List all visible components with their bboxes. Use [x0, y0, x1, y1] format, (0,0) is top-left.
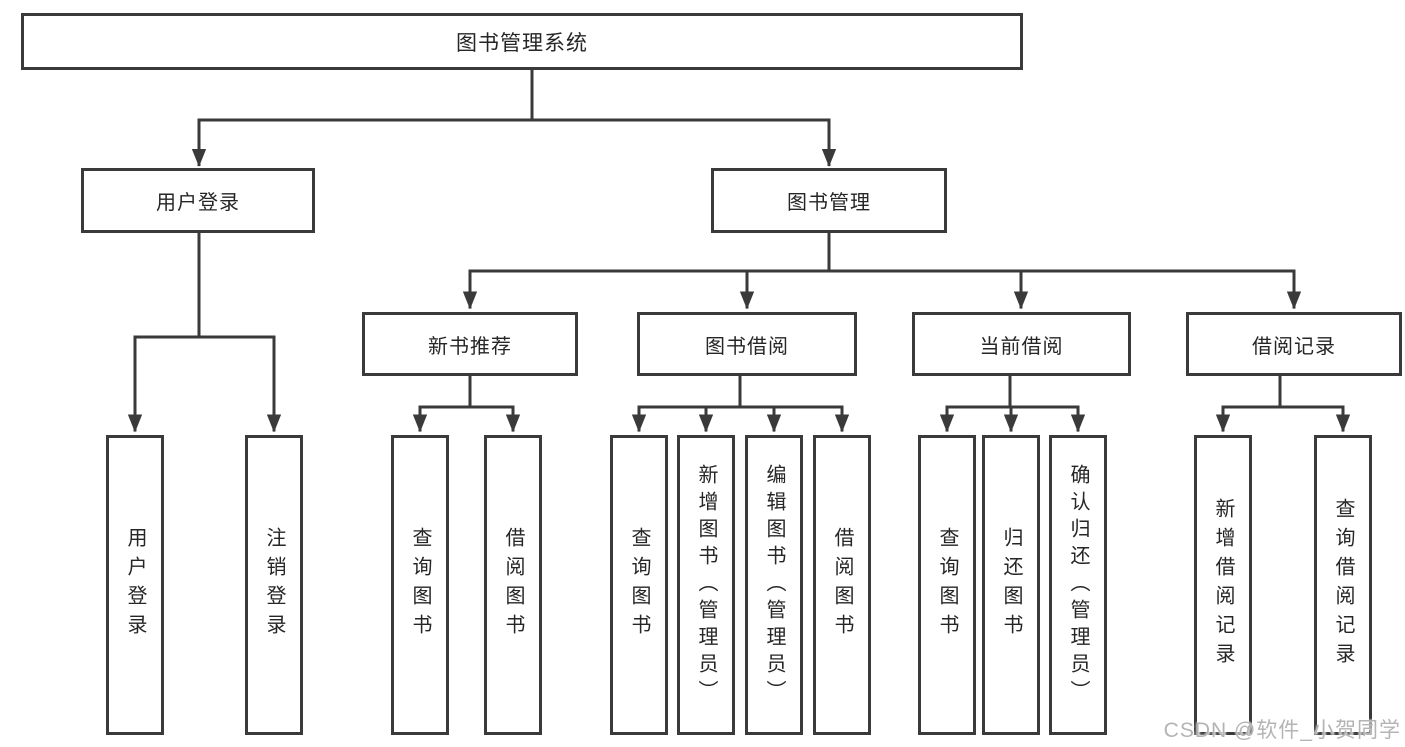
node-label: 注销登录	[263, 527, 285, 643]
leaf-borrow-books-2: 借阅图书	[813, 435, 871, 735]
leaf-query-books-3: 查询图书	[918, 435, 976, 735]
node-book-borrowing: 图书借阅	[637, 312, 857, 376]
node-label: 当前借阅	[979, 335, 1064, 358]
leaf-query-books-1: 查询图书	[391, 435, 449, 735]
node-new-book-recommendation: 新书推荐	[362, 312, 578, 376]
leaf-query-books-2: 查询图书	[610, 435, 668, 735]
node-label: 编辑图书（管理员）	[763, 463, 785, 707]
leaf-query-borrow-record: 查询借阅记录	[1314, 435, 1372, 735]
node-label: 归还图书	[1000, 527, 1022, 643]
node-book-management: 图书管理	[711, 168, 947, 233]
leaf-confirm-return-admin: 确认归还（管理员）	[1049, 435, 1107, 735]
node-label: 查询借阅记录	[1332, 498, 1354, 672]
node-label: 查询图书	[409, 527, 431, 643]
node-borrowing-records: 借阅记录	[1186, 312, 1402, 376]
leaf-user-login: 用户登录	[106, 435, 164, 735]
node-label: 借阅图书	[831, 527, 853, 643]
leaf-add-borrow-record: 新增借阅记录	[1194, 435, 1252, 735]
leaf-add-books-admin: 新增图书（管理员）	[677, 435, 735, 735]
node-label: 新增借阅记录	[1212, 498, 1234, 672]
csdn-watermark: CSDN @软件_小贺同学	[1163, 719, 1401, 742]
node-label: 查询图书	[628, 527, 650, 643]
node-label: 图书管理系统	[456, 31, 588, 55]
node-current-borrowing: 当前借阅	[912, 312, 1131, 376]
node-label: 借阅记录	[1252, 335, 1336, 358]
node-label: 图书借阅	[705, 335, 789, 358]
node-user-login: 用户登录	[81, 168, 315, 233]
leaf-logout: 注销登录	[245, 435, 303, 735]
node-label: 借阅图书	[502, 527, 524, 643]
node-label: 新增图书（管理员）	[695, 463, 717, 707]
node-label: 查询图书	[936, 527, 958, 643]
node-root-library-system: 图书管理系统	[21, 13, 1023, 70]
node-label: 新书推荐	[428, 335, 512, 358]
node-label: 用户登录	[124, 527, 146, 643]
node-label: 图书管理	[787, 192, 871, 214]
node-label: 确认归还（管理员）	[1067, 463, 1089, 707]
leaf-edit-books-admin: 编辑图书（管理员）	[745, 435, 803, 735]
leaf-borrow-books-1: 借阅图书	[484, 435, 542, 735]
leaf-return-books: 归还图书	[982, 435, 1040, 735]
node-label: 用户登录	[156, 192, 240, 214]
